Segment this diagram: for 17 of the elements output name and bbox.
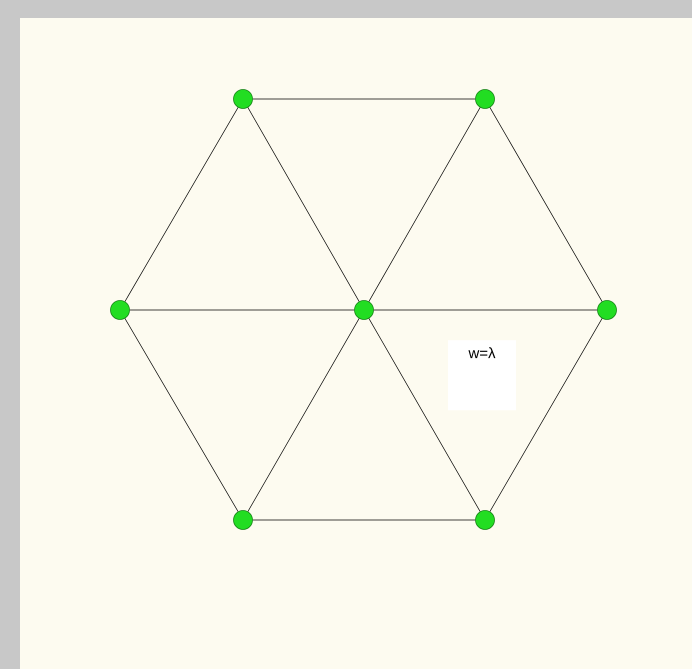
vertex-dot <box>233 510 253 530</box>
vertex-dot <box>233 89 253 109</box>
graph-edge <box>248 107 360 302</box>
vertex-dot <box>354 300 374 320</box>
vertex-dot <box>110 300 130 320</box>
graph-edge <box>124 318 238 512</box>
graph-edge <box>368 107 480 302</box>
vertex-dot <box>475 510 495 530</box>
vertex-dot <box>475 89 495 109</box>
vertex-dot <box>597 300 617 320</box>
graph-edge <box>124 107 238 302</box>
graph-edge <box>490 318 602 512</box>
weight-label: w=λ <box>448 340 516 410</box>
graph-edge <box>252 98 476 100</box>
graph-edge <box>368 318 480 512</box>
graph-edge <box>490 107 602 302</box>
graph-edge <box>248 318 360 512</box>
